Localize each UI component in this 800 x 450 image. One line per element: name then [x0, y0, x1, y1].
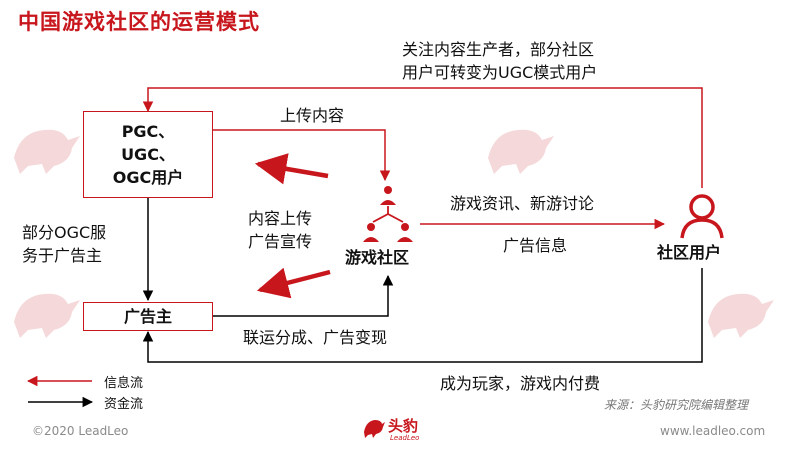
top-feedback-label-1: 关注内容生产者，部分社区	[402, 40, 595, 59]
logo-subtext: LeadLeo	[390, 434, 420, 442]
content-promo-label-1: 内容上传	[248, 209, 313, 228]
promo-arrow-lower	[256, 267, 331, 299]
creators-line-2: UGC、	[121, 145, 175, 164]
logo-text: 头豹	[388, 417, 419, 435]
user-icon	[680, 194, 724, 239]
community-users-label: 社区用户	[657, 243, 722, 262]
ogc-service-label-1: 部分OGC服	[22, 223, 107, 242]
ad-info-label: 广告信息	[503, 236, 568, 255]
top-feedback-line	[142, 87, 703, 188]
top-feedback-label-2: 用户可转变为UGC模式用户	[402, 63, 598, 82]
community-label: 游戏社区	[345, 248, 410, 267]
creators-box: PGC、 UGC、 OGC用户	[83, 111, 213, 198]
copyright-text: ©2020 LeadLeo	[32, 424, 129, 438]
watermark-logo-icon	[708, 293, 774, 338]
advertiser-label: 广告主	[123, 307, 172, 326]
payment-line	[142, 268, 703, 363]
watermark-logo-icon	[488, 129, 554, 174]
source-note: 来源：头豹研究院编辑整理	[604, 398, 749, 412]
leadleo-logo: 头豹 LeadLeo	[362, 414, 442, 448]
creators-line-3: OGC用户	[112, 168, 184, 187]
payment-label: 成为玩家，游戏内付费	[440, 374, 601, 393]
promo-arrow-upper	[254, 153, 329, 185]
ogc-service-label-2: 务于广告主	[22, 246, 103, 265]
leopard-logo-icon	[364, 420, 385, 438]
watermark-logo-icon	[14, 129, 80, 174]
watermark-logo-icon	[14, 293, 80, 338]
advertiser-box: 广告主	[83, 302, 213, 331]
upload-content-line	[213, 129, 391, 182]
legend-money-label: 资金流	[104, 397, 144, 412]
community-network-icon	[363, 186, 413, 242]
content-promo-label-2: 广告宣传	[248, 232, 313, 251]
website-text: www.leadleo.com	[660, 424, 766, 438]
legend-info-label: 信息流	[104, 376, 144, 391]
upload-content-label: 上传内容	[280, 106, 345, 125]
creators-line-1: PGC、	[121, 122, 175, 141]
page-title: 中国游戏社区的运营模式	[18, 10, 260, 34]
revenue-share-line	[213, 274, 394, 317]
news-discussion-label: 游戏资讯、新游讨论	[450, 194, 595, 213]
revenue-share-label: 联运分成、广告变现	[243, 328, 388, 347]
